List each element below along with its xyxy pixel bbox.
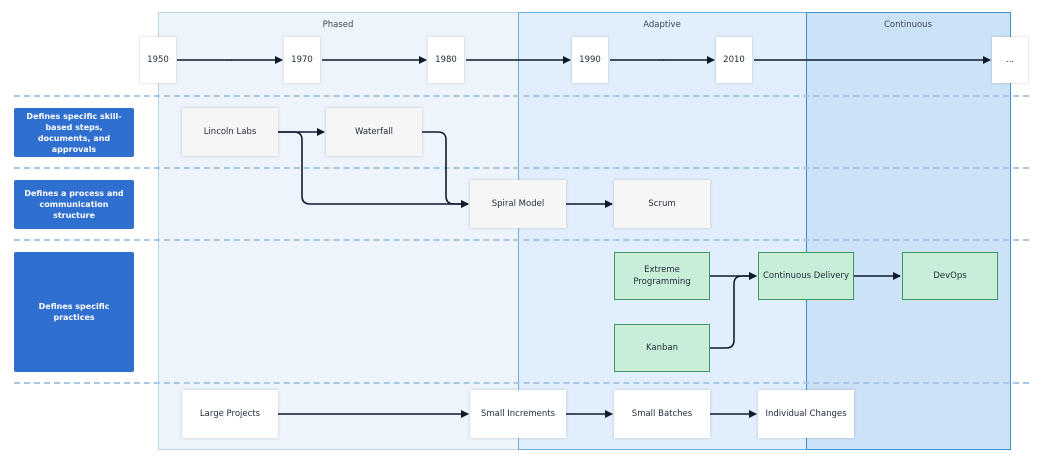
node-individual-changes: Individual Changes bbox=[758, 390, 854, 438]
node-small-increments: Small Increments bbox=[470, 390, 566, 438]
node-continuous-delivery: Continuous Delivery bbox=[758, 252, 854, 300]
node-scrum: Scrum bbox=[614, 180, 710, 228]
timeline-end: ... bbox=[992, 37, 1028, 83]
year-1950: 1950 bbox=[140, 37, 176, 83]
year-2010: 2010 bbox=[716, 37, 752, 83]
category-skill-based: Defines specific skill-based steps, docu… bbox=[14, 108, 134, 157]
node-lincoln-labs: Lincoln Labs bbox=[182, 108, 278, 156]
node-large-projects: Large Projects bbox=[182, 390, 278, 438]
timeline-ellipsis: ... bbox=[657, 54, 666, 64]
category-process: Defines a process and communication stru… bbox=[14, 180, 134, 229]
lincoln-to-spiral-arrow bbox=[278, 131, 469, 208]
continuous-era-band bbox=[806, 12, 1011, 450]
node-waterfall: Waterfall bbox=[326, 108, 422, 156]
node-devops: DevOps bbox=[902, 252, 998, 300]
year-1970: 1970 bbox=[284, 37, 320, 83]
timeline-ellipsis: ... bbox=[225, 54, 234, 64]
continuous-era-title: Continuous bbox=[883, 20, 932, 30]
year-1980: 1980 bbox=[428, 37, 464, 83]
category-practices: Defines specific practices bbox=[14, 252, 134, 372]
adaptive-era-title: Adaptive bbox=[643, 20, 681, 30]
lane-separator bbox=[14, 167, 1029, 169]
lane-separator bbox=[14, 239, 1029, 241]
node-kanban: Kanban bbox=[614, 324, 710, 372]
kanban-to-cd-arrow bbox=[710, 272, 757, 349]
waterfall-to-spiral-arrow bbox=[422, 131, 469, 208]
node-extreme-programming: Extreme Programming bbox=[614, 252, 710, 300]
adaptive-era-band bbox=[518, 12, 807, 450]
year-1990: 1990 bbox=[572, 37, 608, 83]
lane-separator bbox=[14, 382, 1029, 384]
node-small-batches: Small Batches bbox=[614, 390, 710, 438]
lane-separator bbox=[14, 95, 1029, 97]
node-spiral-model: Spiral Model bbox=[470, 180, 566, 228]
phased-era-title: Phased bbox=[322, 20, 354, 30]
phased-era-band bbox=[158, 12, 519, 450]
